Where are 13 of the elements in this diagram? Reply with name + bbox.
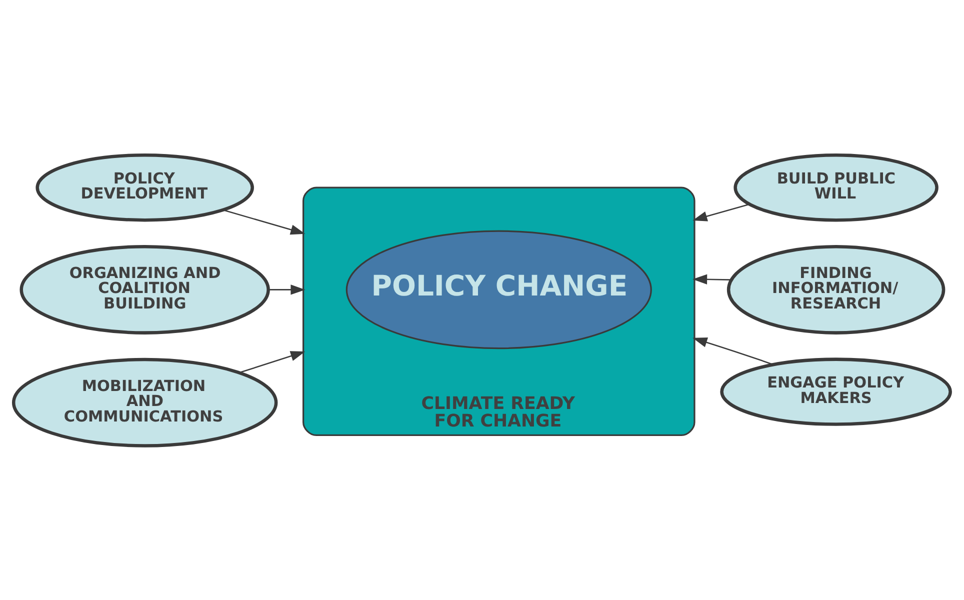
- node-ellipse: BUILD PUBLIC WILL: [734, 153, 938, 222]
- node-ellipse: POLICY DEVELOPMENT: [36, 153, 254, 222]
- node-ellipse: FINDING INFORMATION/ RESEARCH: [726, 244, 946, 334]
- node-ellipse: POLICY CHANGE: [346, 230, 652, 349]
- node-ellipse: ORGANIZING AND COALITION BUILDING: [20, 244, 270, 334]
- arrow: [692, 336, 774, 365]
- arrow: [239, 350, 306, 373]
- node-ellipse: ENGAGE POLICY MAKERS: [720, 357, 952, 426]
- arrow: [692, 274, 732, 284]
- arrow: [268, 284, 306, 294]
- node-ellipse: MOBILIZATION AND COMMUNICATIONS: [12, 357, 278, 447]
- arrow: [222, 208, 306, 234]
- arrow: [692, 203, 750, 221]
